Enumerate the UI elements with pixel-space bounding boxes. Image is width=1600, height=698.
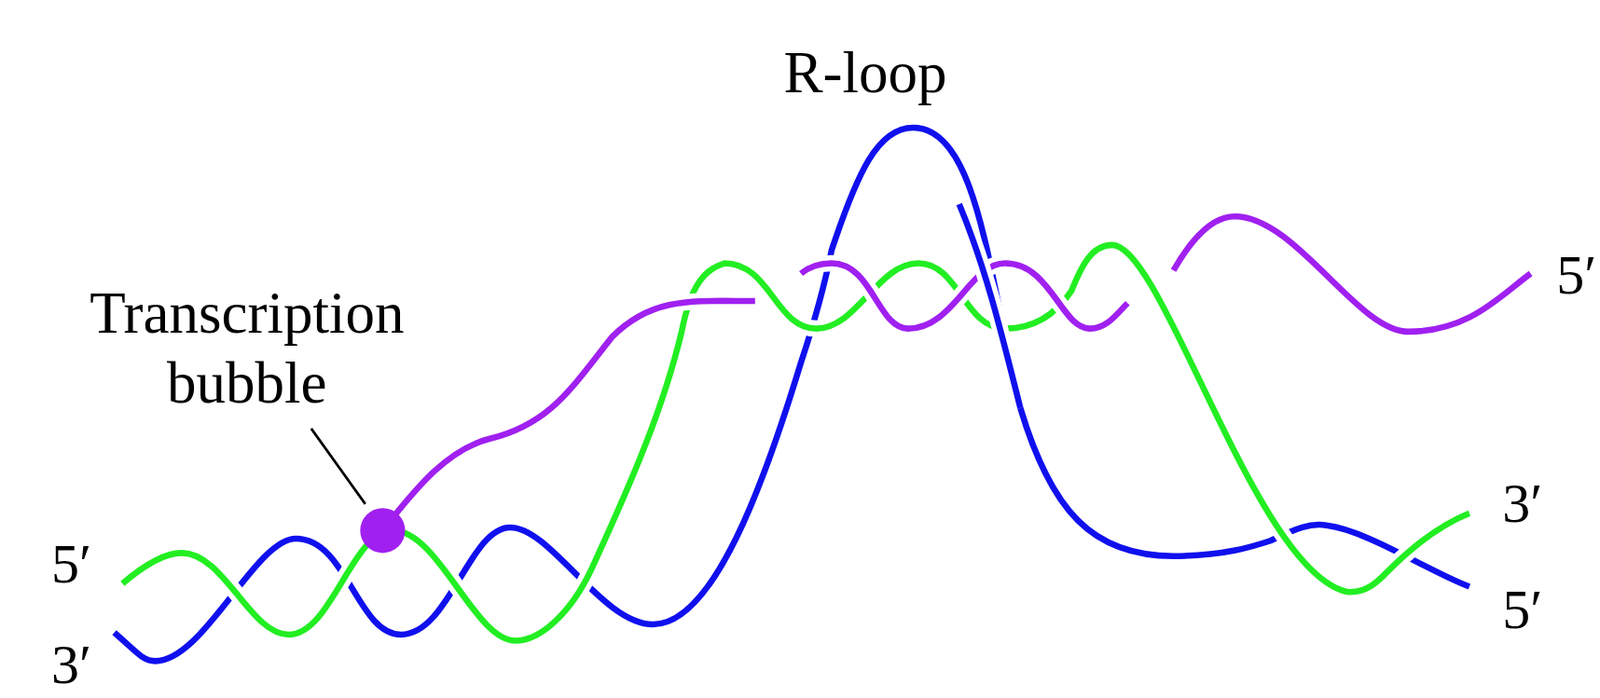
dna-strand <box>959 204 1021 409</box>
strand-end-label: 3′ <box>51 631 92 698</box>
strand-end-label: 3′ <box>1502 469 1543 538</box>
rna-strand <box>382 216 1531 531</box>
strand-end-label: 5′ <box>51 530 92 598</box>
callout-label: Transcription bubble <box>27 278 467 420</box>
leader-line <box>311 428 366 505</box>
polymerase-dot <box>359 508 405 553</box>
strand-end-label: 5′ <box>1556 241 1597 309</box>
strand-end-label: 5′ <box>1502 576 1543 644</box>
region-label: R-loop <box>784 38 948 110</box>
